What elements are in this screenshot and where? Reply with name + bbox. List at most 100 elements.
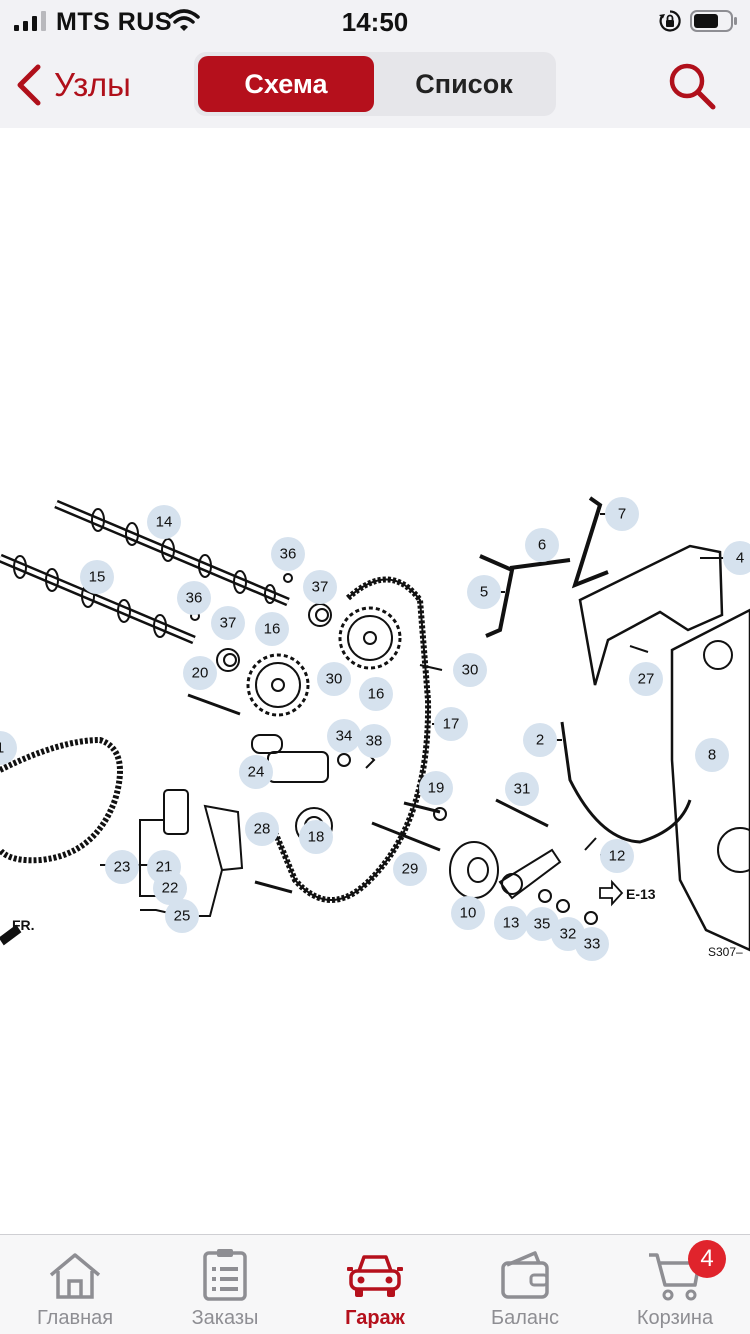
part-callout-7[interactable]: 7 — [605, 497, 639, 531]
diagram-code: S307– — [708, 945, 743, 959]
part-callout-24[interactable]: 24 — [239, 755, 273, 789]
part-callout-36[interactable]: 36 — [177, 581, 211, 615]
part-callout-27[interactable]: 27 — [629, 662, 663, 696]
svg-text:19: 19 — [428, 780, 445, 797]
tab-orders[interactable]: Заказы — [150, 1235, 300, 1334]
wifi-icon — [168, 9, 200, 31]
svg-text:32: 32 — [560, 926, 577, 943]
part-callout-13[interactable]: 13 — [494, 906, 528, 940]
part-callout-18[interactable]: 18 — [299, 820, 333, 854]
reference-arrow — [599, 879, 624, 907]
tab-home-label: Главная — [36, 1307, 114, 1329]
camshaft-upper — [54, 499, 290, 607]
back-label: Узлы — [54, 66, 131, 103]
svg-text:36: 36 — [186, 590, 203, 607]
part-callout-34[interactable]: 34 — [327, 719, 361, 753]
svg-text:4: 4 — [736, 550, 744, 567]
part-callout-8[interactable]: 8 — [695, 738, 729, 772]
svg-text:13: 13 — [503, 915, 520, 932]
part-callout-33[interactable]: 33 — [575, 927, 609, 961]
part-callout-38[interactable]: 38 — [357, 724, 391, 758]
belt-left — [0, 736, 123, 864]
svg-text:1: 1 — [0, 740, 4, 757]
view-switcher: Схема Список — [194, 52, 556, 116]
part-callout-25[interactable]: 25 — [165, 899, 199, 933]
part-callout-19[interactable]: 19 — [419, 771, 453, 805]
tab-balance-label: Баланс — [490, 1307, 560, 1329]
part-callout-28[interactable]: 28 — [245, 812, 279, 846]
cam-pulley-right — [338, 606, 402, 670]
part-callout-12[interactable]: 12 — [600, 839, 634, 873]
segment-scheme[interactable]: Схема — [198, 56, 374, 112]
svg-text:36: 36 — [280, 546, 297, 563]
part-callout-37[interactable]: 37 — [303, 570, 337, 604]
part-callout-10[interactable]: 10 — [451, 896, 485, 930]
status-time: 14:50 — [341, 7, 409, 37]
part-callout-16[interactable]: 16 — [359, 677, 393, 711]
svg-text:20: 20 — [192, 665, 209, 682]
carrier-name: MTS RUS — [56, 8, 172, 36]
car-icon — [347, 1255, 403, 1297]
wallet-icon — [501, 1251, 549, 1299]
svg-text:16: 16 — [368, 686, 385, 703]
part-callout-6[interactable]: 6 — [525, 528, 559, 562]
part-callout-36[interactable]: 36 — [271, 537, 305, 571]
svg-text:38: 38 — [366, 733, 383, 750]
parts-diagram[interactable]: E-13 FR. S307– 1245678101213141516161718… — [0, 128, 750, 1234]
tab-garage-label: Гараж — [345, 1307, 405, 1329]
battery-icon — [690, 10, 737, 32]
svg-text:33: 33 — [584, 936, 601, 953]
tab-cart-label: Корзина — [636, 1307, 714, 1329]
chevron-left-icon — [17, 64, 41, 106]
nav-bar: Узлы Схема Список — [0, 42, 750, 128]
svg-text:14: 14 — [156, 514, 173, 531]
part-callout-29[interactable]: 29 — [393, 852, 427, 886]
part-callout-35[interactable]: 35 — [525, 907, 559, 941]
part-callout-16[interactable]: 16 — [255, 612, 289, 646]
part-callout-5[interactable]: 5 — [467, 575, 501, 609]
tab-cart[interactable]: Корзина — [600, 1235, 750, 1334]
svg-text:27: 27 — [638, 671, 655, 688]
svg-text:5: 5 — [480, 584, 488, 601]
part-callout-23[interactable]: 23 — [105, 850, 139, 884]
svg-text:28: 28 — [254, 821, 271, 838]
camshaft-lower — [0, 553, 196, 645]
part-callout-1[interactable]: 1 — [0, 731, 17, 765]
home-icon — [49, 1253, 101, 1299]
part-callout-30[interactable]: 30 — [453, 653, 487, 687]
tab-balance[interactable]: Баланс — [450, 1235, 600, 1334]
svg-text:6: 6 — [538, 537, 546, 554]
orientation-lock-icon — [659, 10, 681, 32]
part-callout-20[interactable]: 20 — [183, 656, 217, 690]
cart-count-badge: 4 — [688, 1240, 726, 1278]
svg-text:24: 24 — [248, 764, 265, 781]
back-button[interactable]: Узлы — [12, 60, 131, 110]
tab-home[interactable]: Главная — [0, 1235, 150, 1334]
svg-text:8: 8 — [708, 747, 716, 764]
svg-text:18: 18 — [308, 829, 325, 846]
svg-text:31: 31 — [514, 781, 531, 798]
timing-belt-diagram: E-13 FR. S307– 1245678101213141516161718… — [0, 496, 750, 961]
part-callout-4[interactable]: 4 — [723, 541, 750, 575]
part-callout-37[interactable]: 37 — [211, 606, 245, 640]
svg-text:35: 35 — [534, 916, 551, 933]
segment-list[interactable]: Список — [415, 68, 513, 99]
part-callout-30[interactable]: 30 — [317, 662, 351, 696]
search-icon[interactable] — [666, 60, 718, 112]
part-callout-17[interactable]: 17 — [434, 707, 468, 741]
tab-garage[interactable]: Гараж — [300, 1235, 450, 1334]
svg-text:37: 37 — [312, 579, 329, 596]
svg-text:2: 2 — [536, 732, 544, 749]
orders-list-icon — [203, 1249, 247, 1301]
part-callout-31[interactable]: 31 — [505, 772, 539, 806]
svg-text:15: 15 — [89, 569, 106, 586]
svg-text:30: 30 — [462, 662, 479, 679]
svg-text:25: 25 — [174, 908, 191, 925]
svg-text:37: 37 — [220, 615, 237, 632]
tab-bar: Главная Заказы Гараж Баланс — [0, 1234, 750, 1334]
part-callout-15[interactable]: 15 — [80, 560, 114, 594]
part-callout-2[interactable]: 2 — [523, 723, 557, 757]
svg-text:23: 23 — [114, 859, 131, 876]
part-callout-22[interactable]: 22 — [153, 871, 187, 905]
part-callout-14[interactable]: 14 — [147, 505, 181, 539]
